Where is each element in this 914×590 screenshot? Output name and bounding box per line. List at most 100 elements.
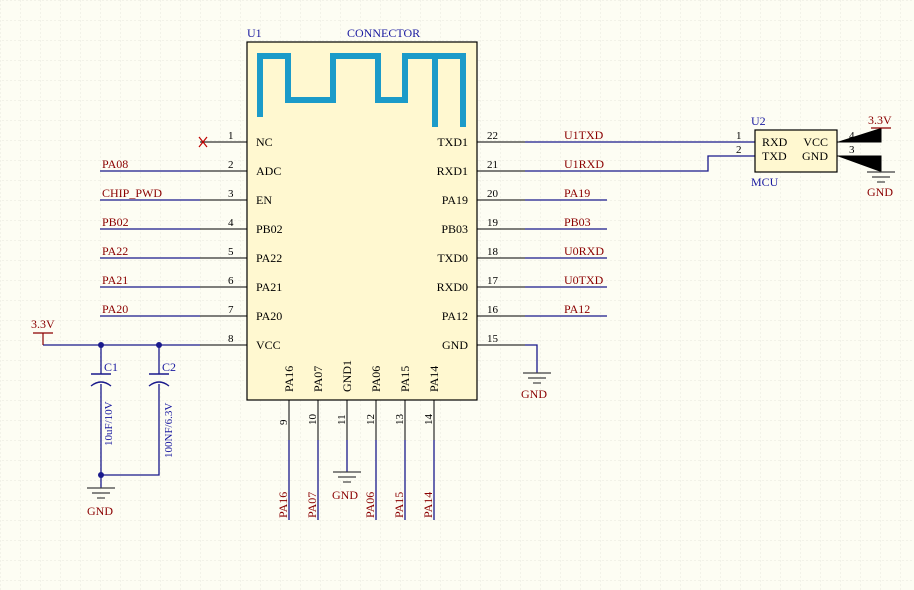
u1-pin-8-name: VCC: [256, 338, 281, 352]
capacitor-c1[interactable]: [90, 373, 112, 387]
u1-pin-17-name: RXD0: [437, 280, 468, 294]
net-label-pa22[interactable]: PA22: [102, 244, 128, 258]
u1-pin-9-name: PA16: [282, 366, 296, 392]
u1-pin-5-num: 5: [228, 246, 234, 258]
net-label-u1rxd[interactable]: U1RXD: [564, 157, 604, 171]
junction-caps-bottom: [98, 472, 104, 478]
u1-pin-13-name: PA15: [398, 366, 412, 392]
u1-pin-19-num: 19: [487, 217, 499, 229]
u1-pin-22-num: 22: [487, 130, 498, 142]
net-label-pa07[interactable]: PA07: [305, 492, 319, 518]
net-label-pa15[interactable]: PA15: [392, 492, 406, 518]
u1-pin-8-num: 8: [228, 333, 234, 345]
u1-pin-19-name: PB03: [441, 222, 468, 236]
gnd-symbol-pin11: [333, 471, 361, 483]
u1-pin-16-num: 16: [487, 304, 499, 316]
net-label-pa21[interactable]: PA21: [102, 273, 128, 287]
u2-pin-1-num: 1: [736, 130, 742, 142]
u1-pin-20-num: 20: [487, 188, 499, 200]
u2-ref: U2: [751, 114, 766, 128]
gnd-symbol-pin15: [523, 372, 551, 384]
net-label-pb02[interactable]: PB02: [102, 215, 129, 229]
gnd-label-u2: GND: [867, 185, 893, 199]
u1-pin-12-num: 12: [365, 414, 377, 425]
u2-pin-2-num: 2: [736, 144, 742, 156]
u2-pin-rxd-name: RXD: [762, 135, 788, 149]
gnd-label-pin11: GND: [332, 488, 358, 502]
u1-pin-4-name: PB02: [256, 222, 283, 236]
u1-pin-6-num: 6: [228, 275, 234, 287]
u1-pin-5-name: PA22: [256, 251, 282, 265]
net-label-pa12[interactable]: PA12: [564, 302, 590, 316]
u1-pin-17-num: 17: [487, 275, 499, 287]
u2-pin-txd-name: TXD: [762, 149, 787, 163]
u1-name: CONNECTOR: [347, 26, 420, 40]
u1-pin-6-name: PA21: [256, 280, 282, 294]
u1-bottom-net-wires: [288, 440, 435, 520]
u1-pin-11-name: GND1: [340, 360, 354, 392]
u2-right-wires: [837, 128, 882, 172]
gnd-symbol-u2: [867, 171, 895, 183]
power-label-right: 3.3V: [868, 113, 892, 127]
u1-pin-7-num: 7: [228, 304, 234, 316]
vcc-net-wires: [43, 344, 200, 488]
u1-pin-13-num: 13: [394, 414, 406, 426]
u1-pin-21-name: RXD1: [437, 164, 468, 178]
net-label-u1txd[interactable]: U1TXD: [564, 128, 604, 142]
u2-pin-3-num: 3: [849, 144, 855, 156]
antenna-trace: [257, 53, 466, 127]
u1-pin-4-num: 4: [228, 217, 234, 229]
no-connect-marker: [198, 136, 208, 148]
u1-right-pin-lines: [477, 141, 525, 346]
c1-value: 10uF/10V: [103, 401, 115, 446]
u1-pin-1-name: NC: [256, 135, 273, 149]
u1-pin-18-name: TXD0: [437, 251, 468, 265]
net-label-chip-pwd[interactable]: CHIP_PWD: [102, 186, 162, 200]
u1-pin-12-name: PA06: [369, 366, 383, 392]
c2-value: 100NF/6.3V: [163, 403, 175, 458]
u1-pin-21-num: 21: [487, 159, 498, 171]
capacitor-c2[interactable]: [148, 373, 170, 387]
net-label-pa06[interactable]: PA06: [363, 492, 377, 518]
u1-pin-20-name: PA19: [442, 193, 468, 207]
u1-ref: U1: [247, 26, 262, 40]
gnd-label-caps: GND: [87, 504, 113, 518]
u1-pin-3-num: 3: [228, 188, 234, 200]
net-label-u0txd[interactable]: U0TXD: [564, 273, 604, 287]
u1-pin-9-num: 9: [278, 419, 290, 425]
gnd-symbol-caps: [87, 487, 115, 499]
junction-c2-top: [156, 342, 162, 348]
net-label-pa20[interactable]: PA20: [102, 302, 128, 316]
u1-pin-15-name: GND: [442, 338, 468, 352]
power-label-left: 3.3V: [31, 317, 55, 331]
gnd-label-pin15: GND: [521, 387, 547, 401]
net-label-pb03[interactable]: PB03: [564, 215, 591, 229]
junction-c1-top: [98, 342, 104, 348]
u1-left-net-wires: [100, 170, 200, 317]
u1-pin-22-name: TXD1: [437, 135, 468, 149]
u1-pin-7-name: PA20: [256, 309, 282, 323]
u1-pin-18-num: 18: [487, 246, 499, 258]
u2-pin-vcc-name: VCC: [803, 135, 828, 149]
u1-pin-14-num: 14: [423, 414, 435, 426]
u1-bottom-pin-lines: [288, 400, 435, 440]
u2-name: MCU: [751, 175, 779, 189]
u2-pin-gnd-name: GND: [802, 149, 828, 163]
u1-pin-1-num: 1: [228, 130, 234, 142]
u1-pin-3-name: EN: [256, 193, 272, 207]
u1-pin-2-num: 2: [228, 159, 234, 171]
power-symbol-left: [33, 332, 53, 345]
net-label-pa14[interactable]: PA14: [421, 492, 435, 518]
u1-pin-11-num: 11: [336, 414, 348, 425]
c1-ref: C1: [104, 360, 118, 374]
net-label-pa08[interactable]: PA08: [102, 157, 128, 171]
net-label-pa16[interactable]: PA16: [276, 492, 290, 518]
net-label-pa19[interactable]: PA19: [564, 186, 590, 200]
c2-ref: C2: [162, 360, 176, 374]
u1-pin-15-num: 15: [487, 333, 499, 345]
net-label-u0rxd[interactable]: U0RXD: [564, 244, 604, 258]
u1-pin-10-num: 10: [307, 414, 319, 426]
u1-pin-16-name: PA12: [442, 309, 468, 323]
u2-body[interactable]: [754, 129, 838, 173]
